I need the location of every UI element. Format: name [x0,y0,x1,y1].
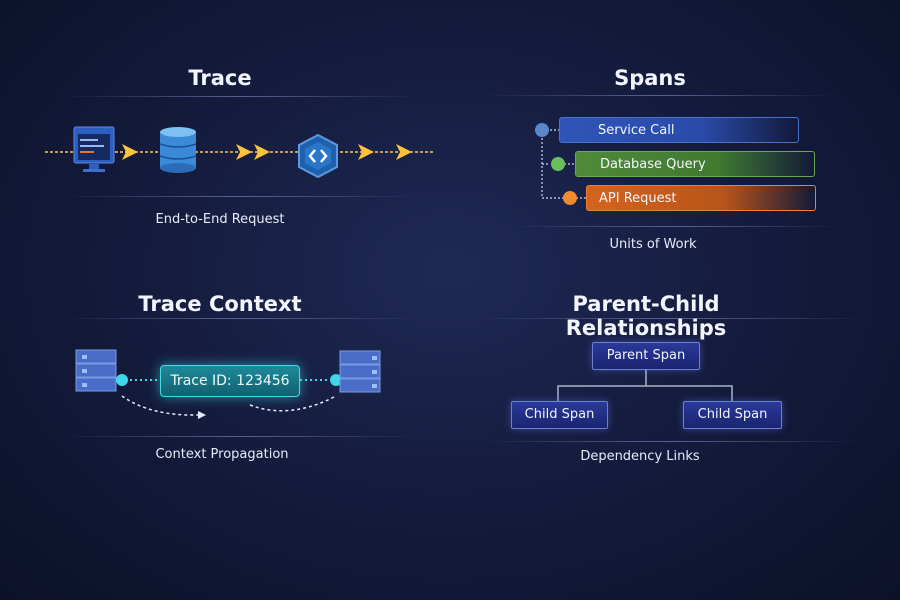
monitor-icon [73,126,115,172]
database-icon [159,127,197,173]
span-database-query: Database Query [575,151,815,177]
relationships-caption: Dependency Links [580,449,700,464]
relationships-top-divider [470,318,870,319]
span-label: Database Query [600,157,706,172]
tree-connector [557,370,733,404]
spans-title: Spans [614,66,686,90]
trace-title: Trace [188,66,252,90]
trace-caption: End-to-End Request [155,212,285,227]
server-left-icon [75,349,117,392]
context-title: Trace Context [138,292,302,316]
span-api-request: API Request [586,185,816,211]
spans-bottom-divider [510,226,840,227]
context-bottom-divider [60,436,420,437]
parent-span-label: Parent Span [606,348,686,363]
context-propagation-lines [116,374,342,419]
span-service-call: Service Call [559,117,799,143]
spans-top-divider [480,95,840,96]
relationships-bottom-divider [480,441,860,442]
trace-bottom-divider [60,196,420,197]
trace-top-divider [60,96,420,97]
span-label: Service Call [598,123,675,138]
child-span-box-1: Child Span [511,401,608,429]
trace-id-tag: Trace ID: 123456 [160,365,300,397]
parent-span-box: Parent Span [592,342,700,370]
context-top-divider [60,318,420,319]
child-span-box-2: Child Span [683,401,782,429]
span-tree-connector [535,123,586,205]
relationships-title: Parent-Child Relationships [565,292,727,340]
context-caption: Context Propagation [155,447,289,462]
spans-caption: Units of Work [609,237,697,252]
child-span-label: Child Span [524,407,595,422]
trace-id-label: Trace ID: 123456 [170,373,290,389]
server-right-icon [339,350,381,393]
span-label: API Request [599,191,677,206]
child-span-label: Child Span [697,407,768,422]
code-hexagon-icon [298,134,338,178]
